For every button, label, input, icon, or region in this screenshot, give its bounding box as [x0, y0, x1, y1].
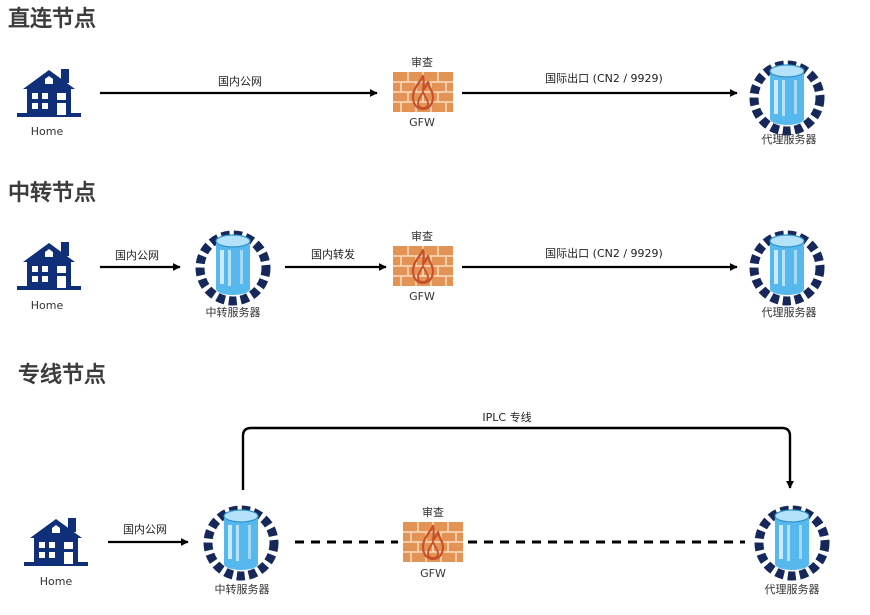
firewall-icon	[393, 246, 453, 286]
edge-label-home-to-gfw: 国内公网	[218, 74, 262, 88]
proxy-label: 代理服务器	[765, 583, 820, 596]
firewall-icon	[393, 72, 453, 112]
edge-label-home-to-relay: 国内公网	[123, 522, 167, 536]
proxy-label: 代理服务器	[762, 133, 817, 146]
home-label: Home	[31, 299, 64, 312]
relay-label: 中转服务器	[215, 582, 270, 596]
server-icon	[754, 65, 820, 131]
relay-label: 中转服务器	[206, 305, 261, 319]
section-title-relay: 中转节点	[8, 180, 96, 206]
gfw-bottom-label: GFW	[409, 116, 435, 129]
edge-iplc-line	[241, 426, 794, 490]
gfw-bottom-label: GFW	[409, 290, 435, 303]
edge-label-relay-to-gfw: 国内转发	[311, 247, 355, 261]
house-icon	[24, 518, 88, 566]
proxy-label: 代理服务器	[762, 306, 817, 319]
firewall-icon	[403, 522, 463, 562]
gfw-top-label: 审查	[422, 505, 444, 519]
home-label: Home	[31, 125, 64, 138]
edge-label-iplc: IPLC 专线	[482, 410, 531, 424]
edge-label-home-to-relay: 国内公网	[115, 248, 159, 262]
section-title-iplc: 专线节点	[18, 362, 106, 388]
server-icon	[759, 510, 825, 576]
section-title-direct: 直连节点	[8, 6, 96, 32]
edge-label-gfw-to-proxy: 国际出口 (CN2 / 9929)	[545, 71, 663, 85]
edge-label-gfw-to-proxy: 国际出口 (CN2 / 9929)	[545, 246, 663, 260]
server-icon	[754, 235, 820, 301]
house-icon	[17, 69, 81, 117]
server-icon	[200, 235, 266, 301]
server-icon	[208, 510, 274, 576]
gfw-top-label: 审查	[411, 229, 433, 243]
gfw-top-label: 审查	[411, 55, 433, 69]
home-label: Home	[40, 575, 73, 588]
house-icon	[17, 242, 81, 290]
gfw-bottom-label: GFW	[420, 567, 446, 580]
